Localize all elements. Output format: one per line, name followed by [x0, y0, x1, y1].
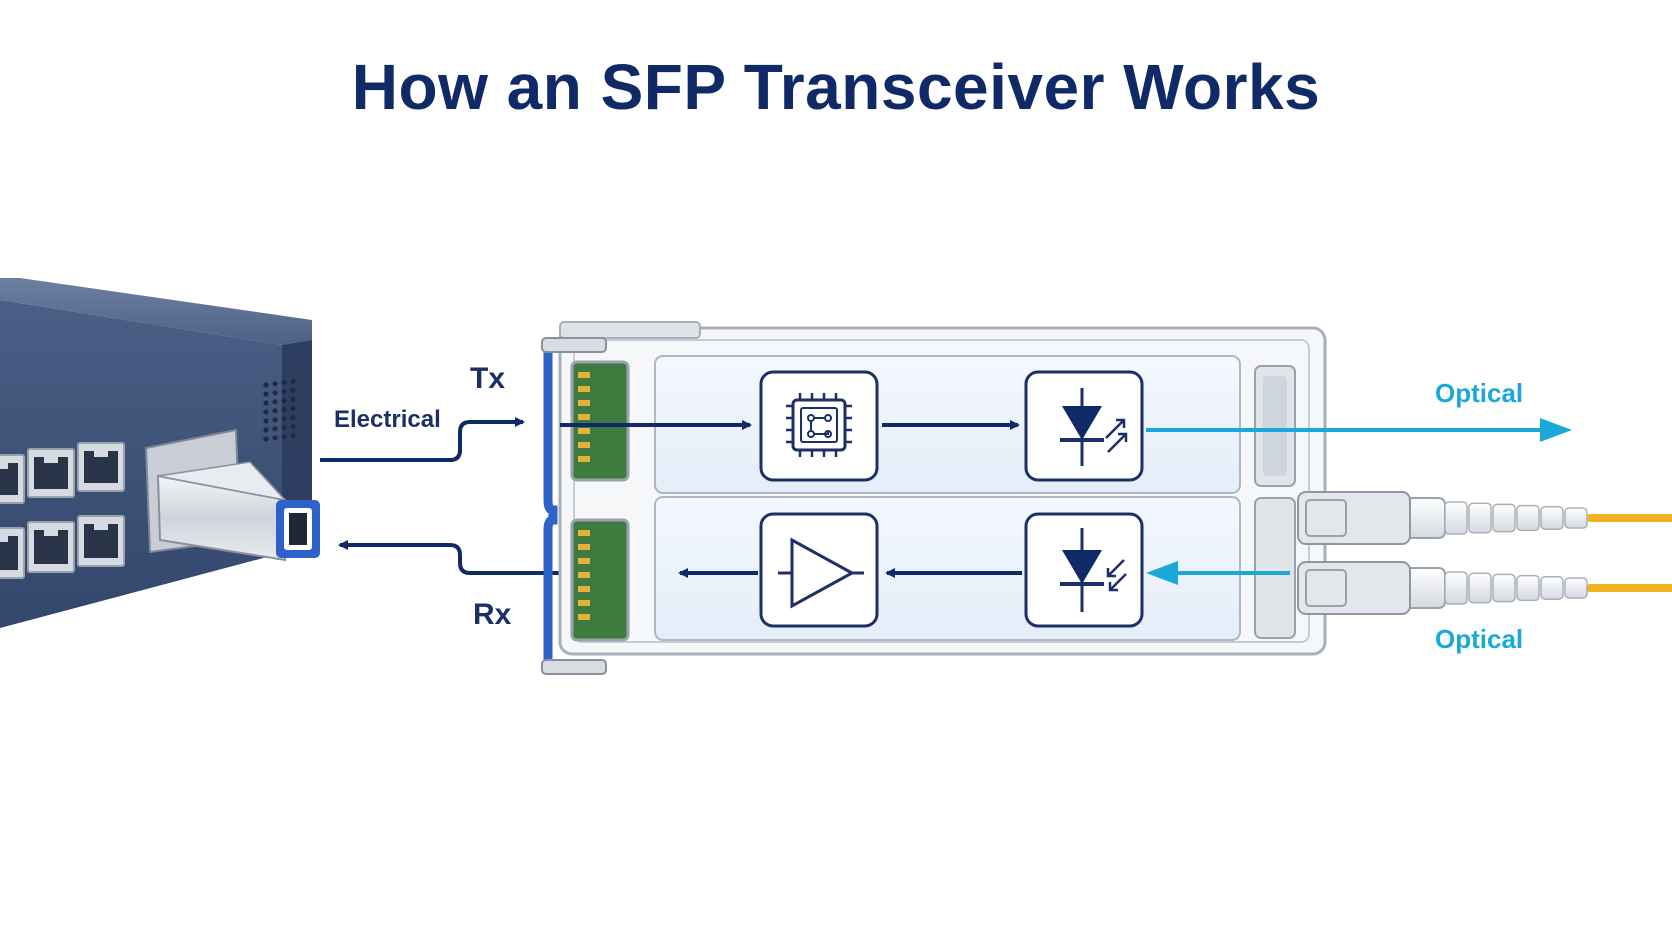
vent-hole [272, 435, 278, 441]
vent-hole [290, 432, 296, 438]
gold-pin [578, 442, 590, 448]
vent-hole [263, 427, 269, 433]
microchip-icon [786, 393, 852, 457]
laser-diode-icon [1060, 388, 1128, 466]
vent-hole [290, 378, 296, 384]
gold-pin [578, 600, 590, 606]
label-optical-rx: Optical [1435, 624, 1524, 654]
photodiode-icon [1060, 528, 1127, 612]
vent-hole [263, 409, 269, 415]
vent-hole [272, 426, 278, 432]
network-switch [0, 278, 320, 628]
vent-hole [290, 423, 296, 429]
fiber-cables [1297, 491, 1672, 615]
amplifier-block [759, 512, 879, 628]
gold-pin [578, 428, 590, 434]
label-optical-tx: Optical [1435, 378, 1524, 408]
vent-hole [272, 408, 278, 414]
photodiode-block [1024, 512, 1144, 628]
vent-hole [281, 380, 287, 386]
gold-pin [578, 456, 590, 462]
vent-hole [281, 425, 287, 431]
vent-hole [263, 382, 269, 388]
vent-hole [281, 407, 287, 413]
label-tx: Tx [470, 362, 506, 395]
vent-hole [272, 417, 278, 423]
pcb-tx [570, 360, 630, 482]
sfp-transceiver [541, 321, 1327, 675]
lc-connector-tx [1297, 491, 1411, 545]
gold-pin [578, 614, 590, 620]
gold-pin [578, 414, 590, 420]
vent-hole [272, 390, 278, 396]
optical-tx-arrowhead [1540, 418, 1572, 442]
gold-pin [578, 544, 590, 550]
electrical-signal-paths [320, 417, 670, 575]
optical-signal-paths [1146, 418, 1572, 585]
gold-pin [578, 572, 590, 578]
vent-hole [290, 387, 296, 393]
laser-diode-block [1024, 370, 1144, 482]
gold-pin [578, 558, 590, 564]
vent-hole [281, 398, 287, 404]
lc-connector-rx [1297, 561, 1411, 615]
sfp-port-icon [289, 513, 307, 545]
gold-contact-pins [578, 372, 590, 620]
optical-rx-arrowhead [1146, 561, 1178, 585]
amplifier-icon [778, 537, 864, 609]
module-bail [543, 343, 558, 673]
gold-pin [578, 586, 590, 592]
vent-grille [263, 378, 296, 442]
switch-top [0, 278, 312, 345]
switch-side-edge [282, 340, 312, 553]
vent-hole [281, 416, 287, 422]
page-title: How an SFP Transceiver Works [351, 51, 1321, 123]
rx-channel-panel [654, 496, 1241, 641]
tx-electrical-arrow [320, 417, 525, 462]
pcb-rx [570, 518, 630, 642]
vent-hole [290, 396, 296, 402]
vent-hole [290, 414, 296, 420]
internal-signal-flow [560, 420, 1022, 578]
vent-hole [263, 418, 269, 424]
gold-pin [578, 400, 590, 406]
ethernet-ports [0, 442, 125, 579]
vent-hole [263, 391, 269, 397]
vent-hole [281, 389, 287, 395]
rx-electrical-arrow [338, 540, 670, 575]
vent-hole [290, 405, 296, 411]
label-electrical: Electrical [334, 406, 441, 433]
label-rx: Rx [473, 598, 512, 631]
laser-driver-block [759, 370, 879, 482]
gold-pin [578, 372, 590, 378]
vent-hole [272, 381, 278, 387]
vent-hole [263, 400, 269, 406]
vent-hole [272, 399, 278, 405]
gold-pin [578, 530, 590, 536]
gold-pin [578, 386, 590, 392]
vent-hole [281, 434, 287, 440]
vent-hole [263, 436, 269, 442]
